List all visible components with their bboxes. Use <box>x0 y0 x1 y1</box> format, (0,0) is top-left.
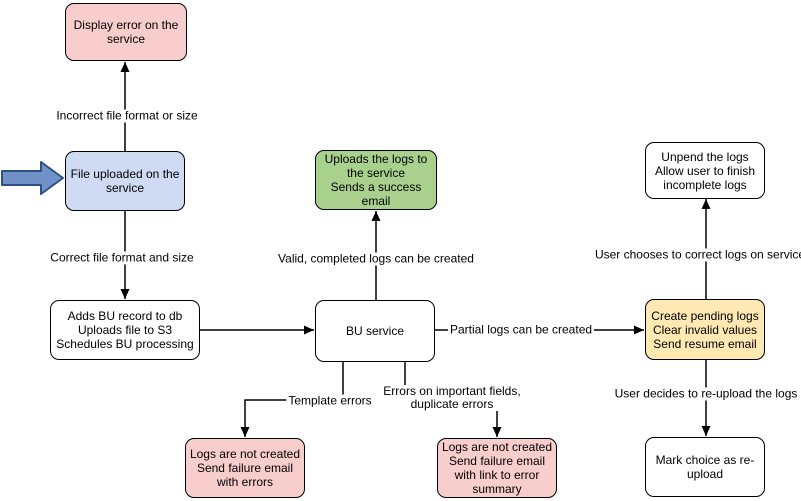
node-create-pending-logs: Create pending logs Clear invalid values… <box>645 299 765 360</box>
node-uploads-logs-success: Uploads the logs to the service Sends a … <box>315 150 437 210</box>
node-logs-not-created-summary: Logs are not created Send failure email … <box>437 438 557 498</box>
input-arrow-icon <box>1 161 64 195</box>
edge-label-reupload: User decides to re-upload the logs <box>612 386 800 401</box>
node-unpend-logs: Unpend the logs Allow user to finish inc… <box>645 142 765 199</box>
edge-label-incorrect-format: Incorrect file format or size <box>54 108 200 123</box>
node-file-uploaded: File uploaded on the service <box>65 151 185 211</box>
edge-label-important-fields: Errors on important fields, duplicate er… <box>381 384 523 411</box>
node-adds-bu-record: Adds BU record to db Uploads file to S3 … <box>50 300 200 360</box>
edge-label-template-errors: Template errors <box>286 393 374 408</box>
edge-label-correct-format: Correct file format and size <box>48 250 196 265</box>
node-bu-service: BU service <box>315 300 435 362</box>
node-logs-not-created-errors: Logs are not created Send failure email … <box>185 438 305 498</box>
edge-label-correct-on-service: User chooses to correct logs on service <box>592 248 801 262</box>
edge-label-partial-logs: Partial logs can be created <box>447 322 595 337</box>
edge-label-valid-logs: Valid, completed logs can be created <box>276 251 476 266</box>
node-mark-reupload: Mark choice as re- upload <box>645 437 765 497</box>
node-display-error: Display error on the service <box>65 3 187 61</box>
